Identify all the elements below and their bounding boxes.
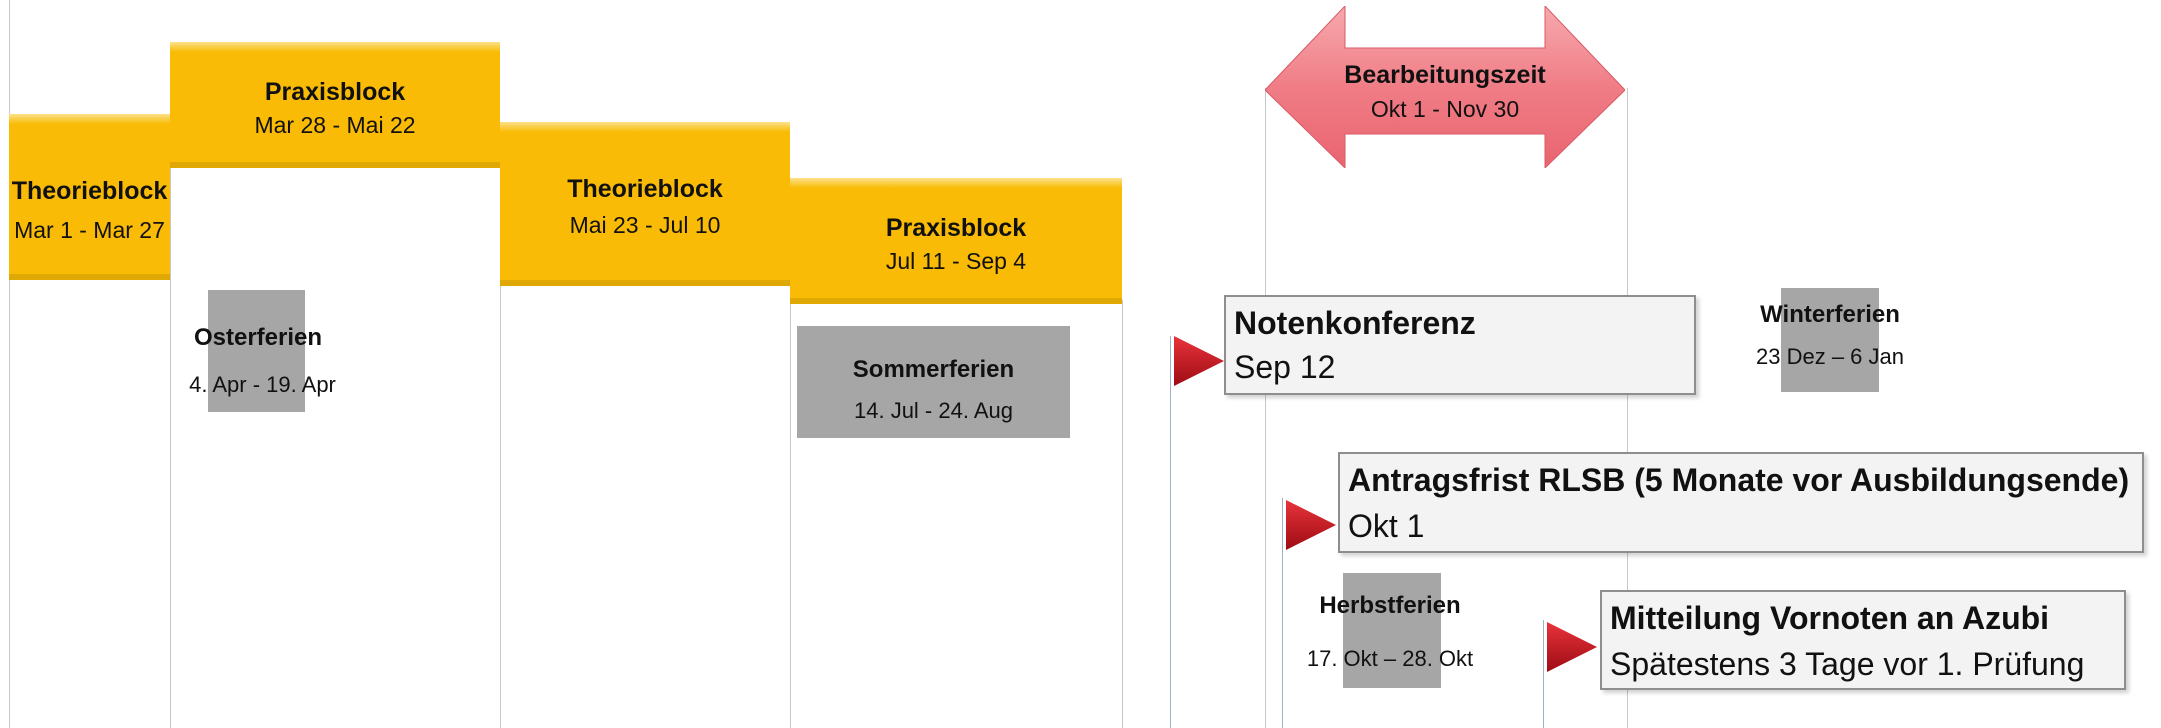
ferien-marker-osterferien <box>208 290 305 412</box>
milestone-notenkonferenz: Notenkonferenz Sep 12 <box>1224 295 1696 395</box>
ferien-title-herbstferien: Herbstferien <box>1319 592 1461 619</box>
phase-block-dates: Mar 1 - Mar 27 <box>14 217 165 243</box>
milestone-detail: Okt 1 <box>1348 508 1425 544</box>
flag-icon <box>1286 500 1336 550</box>
ferien-marker-herbstferien <box>1343 573 1441 688</box>
phase-block-dates: Mai 23 - Jul 10 <box>569 212 721 238</box>
flag-icon <box>1547 622 1597 672</box>
ferien-title-osterferien: Osterferien <box>193 324 323 351</box>
phase-block-dates: Jul 11 - Sep 4 <box>885 248 1027 274</box>
ferien-dates-osterferien: 4. Apr - 19. Apr <box>189 372 336 397</box>
flag-icon <box>1174 336 1224 386</box>
milestone-detail: Sep 12 <box>1234 349 1336 385</box>
bearbeitungszeit-arrow: Bearbeitungszeit Okt 1 - Nov 30 <box>1264 4 1626 170</box>
milestone-title: Antragsfrist RLSB (5 Monate vor Ausbildu… <box>1348 462 2130 498</box>
flag-pole <box>1170 336 1171 728</box>
phase-block-title: Theorieblock <box>11 177 168 205</box>
milestone-antragsfrist: Antragsfrist RLSB (5 Monate vor Ausbildu… <box>1338 452 2144 553</box>
bearbeitungszeit-title: Bearbeitungszeit <box>1344 61 1546 89</box>
flag-pole <box>1282 498 1283 728</box>
guide-line <box>1265 88 1266 728</box>
guide-line <box>170 160 171 728</box>
milestone-title: Notenkonferenz <box>1234 305 1476 341</box>
phase-block-dates: Mar 28 - Mai 22 <box>254 112 416 138</box>
phase-block-praxis-1: Praxisblock Mar 28 - Mai 22 <box>170 42 500 168</box>
ferien-marker-winterferien <box>1781 288 1879 392</box>
guide-line <box>9 0 10 728</box>
phase-block-theorie-1: Theorieblock Mar 1 - Mar 27 <box>9 114 170 280</box>
ferien-dates-herbstferien: 17. Okt – 28. Okt <box>1306 646 1474 671</box>
phase-block-title: Praxisblock <box>885 214 1027 242</box>
guide-line <box>1627 88 1628 728</box>
milestone-title: Mitteilung Vornoten an Azubi <box>1610 600 2050 636</box>
guide-line <box>790 300 791 728</box>
ferien-dates-sommerferien: 14. Jul - 24. Aug <box>854 398 1013 423</box>
phase-block-praxis-2: Praxisblock Jul 11 - Sep 4 <box>790 178 1122 304</box>
milestone-mitteilung-vornoten: Mitteilung Vornoten an Azubi Spätestens … <box>1600 590 2126 690</box>
guide-line <box>500 280 501 728</box>
guide-line <box>1122 300 1123 728</box>
flag-pole <box>1543 620 1544 728</box>
ferien-marker-sommerferien <box>797 326 1070 438</box>
phase-block-theorie-2: Theorieblock Mai 23 - Jul 10 <box>500 122 790 286</box>
ferien-title-sommerferien: Sommerferien <box>852 356 1015 383</box>
milestone-detail: Spätestens 3 Tage vor 1. Prüfung <box>1610 646 2085 682</box>
bearbeitungszeit-dates: Okt 1 - Nov 30 <box>1370 96 1520 122</box>
phase-block-title: Theorieblock <box>567 175 723 203</box>
ferien-dates-winterferien: 23 Dez – 6 Jan <box>1756 344 1904 369</box>
ferien-title-winterferien: Winterferien <box>1760 301 1900 328</box>
phase-block-title: Praxisblock <box>264 78 406 106</box>
